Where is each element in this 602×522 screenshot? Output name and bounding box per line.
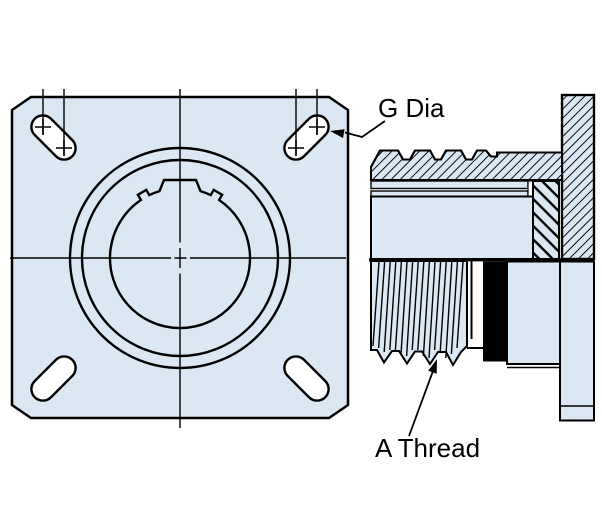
gasket-band [483, 261, 507, 362]
slot-cross-marker [288, 140, 304, 156]
g-dia-leader-line [344, 120, 386, 138]
thread-barrel [370, 260, 483, 368]
keyway-bore [108, 178, 252, 330]
a-thread-leader-line [408, 370, 434, 437]
front-view [10, 89, 350, 428]
thread-lines [372, 261, 464, 359]
nut-ring-groove-1 [370, 180, 529, 190]
callout-a-thread: A Thread [375, 359, 480, 463]
mounting-slot-bottom-left [30, 355, 77, 402]
a-thread-label: A Thread [375, 433, 480, 463]
front-view-centerlines [10, 89, 346, 428]
slot-cross-marker [56, 140, 72, 156]
flange-plate-exterior [559, 260, 595, 422]
slot-cross-marker [309, 119, 325, 135]
callout-g-dia: G Dia [330, 93, 445, 138]
mounting-slot-bottom-right [283, 355, 330, 402]
g-dia-arrowhead-icon [330, 129, 345, 138]
flange-section [560, 93, 596, 261]
a-thread-arrowhead-icon [428, 359, 437, 374]
g-dia-label: G Dia [378, 93, 445, 123]
shell-exterior [506, 260, 561, 369]
retaining-ring-section [532, 180, 560, 260]
side-view [369, 93, 596, 422]
nut-body [370, 195, 534, 260]
slot-cross-marker [35, 119, 51, 135]
coupling-nut-knurl [370, 149, 563, 181]
